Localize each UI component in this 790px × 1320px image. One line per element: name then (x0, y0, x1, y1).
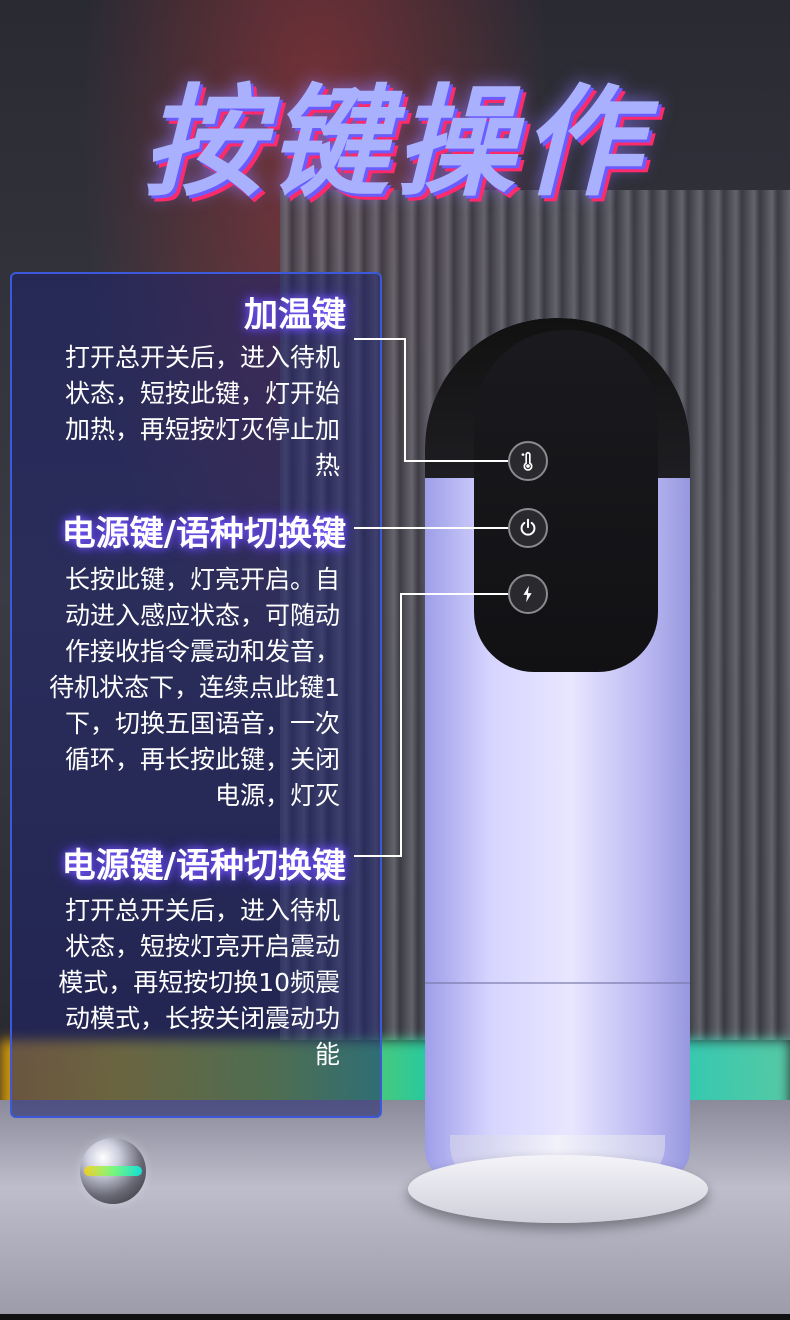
section-body-vibration-key: 打开总开关后，进入待机 状态，短按灯亮开启震动 模式，再短按切换10频震 动模式… (14, 893, 340, 1073)
lightning-icon (523, 585, 532, 603)
device-seam (425, 982, 690, 984)
section-title-power-key: 电源键/语种切换键 (61, 514, 346, 554)
body-line: 状态，短按灯亮开启震动 (64, 932, 340, 961)
body-line: 能 (314, 1040, 340, 1069)
body-line: 动进入感应状态，可随动 (64, 601, 340, 630)
section-title-vibration-key: 电源键/语种切换键 (61, 846, 346, 886)
callout-line (400, 593, 402, 857)
body-line: 打开总开关后，进入待机 (64, 896, 340, 925)
body-line: 动模式，长按关闭震动功 (64, 1004, 340, 1033)
callout-line (354, 855, 402, 857)
body-line: 状态，短按此键，灯开始 (64, 379, 340, 408)
callout-line (404, 460, 508, 462)
device-control-panel (474, 330, 658, 672)
body-line: 电源，灯灭 (214, 781, 340, 810)
body-line: 长按此键，灯亮开启。自 (64, 565, 340, 594)
device-base (408, 1155, 708, 1223)
body-line: 下，切换五国语音，一次 (64, 709, 340, 738)
section-title-heat-key: 加温键 (244, 295, 346, 335)
body-line: 循环，再长按此键，关闭 (64, 745, 340, 774)
power-button[interactable] (508, 508, 548, 548)
callout-line (354, 527, 508, 529)
info-panel (10, 272, 382, 1118)
callout-line (404, 338, 406, 462)
vibration-button[interactable] (508, 574, 548, 614)
body-line: 打开总开关后，进入待机 (64, 343, 340, 372)
body-line: 热 (314, 451, 340, 480)
body-line: 模式，再短按切换10频震 (58, 968, 340, 997)
section-body-heat-key: 打开总开关后，进入待机 状态，短按此键，灯开始 加热，再短按灯灭停止加 热 (14, 340, 340, 484)
power-icon (520, 518, 536, 536)
body-line: 作接收指令震动和发音， (64, 637, 340, 666)
page-title: 按键操作 (143, 74, 647, 213)
bottom-band (0, 1314, 790, 1320)
heat-button[interactable] (508, 441, 548, 481)
thermometer-icon (521, 451, 533, 471)
callout-line (400, 593, 508, 595)
body-line: 待机状态下，连续点此键1 (49, 673, 340, 702)
section-body-power-key: 长按此键，灯亮开启。自 动进入感应状态，可随动 作接收指令震动和发音， 待机状态… (14, 562, 340, 814)
body-line: 加热，再短按灯灭停止加 (64, 415, 340, 444)
orb-reflection (84, 1166, 142, 1176)
callout-line (354, 338, 405, 340)
